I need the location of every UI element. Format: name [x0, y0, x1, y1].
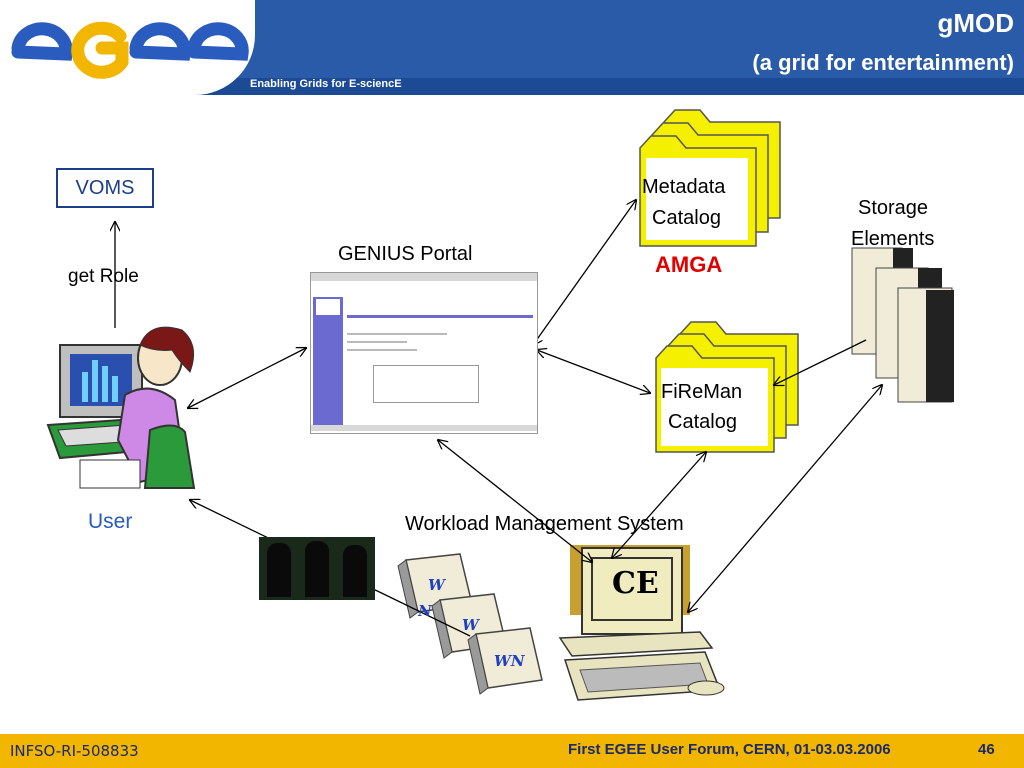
footer-project-code: INFSO-RI-508833	[10, 742, 139, 760]
footer-page-number: 46	[978, 741, 995, 758]
figure	[267, 543, 291, 597]
figure	[305, 541, 329, 597]
wn-label-1b: N	[418, 602, 432, 620]
user-illustration	[46, 326, 196, 489]
storage-servers	[851, 247, 954, 403]
arrows	[115, 200, 882, 637]
storage-label-line1: Storage	[858, 197, 929, 219]
portal-textarea	[373, 365, 479, 403]
metadata-label-line1: Metadata	[642, 176, 726, 198]
wn-label-3: WN	[494, 652, 525, 670]
slide-title: gMOD	[937, 8, 1014, 38]
header-tagline: Enabling Grids for E-sciencE	[250, 78, 402, 90]
wms-label: Workload Management System	[405, 513, 684, 535]
metadata-catalog-folders	[639, 109, 781, 247]
amga-label: AMGA	[655, 252, 723, 277]
portal-sidebar-logo	[316, 299, 340, 315]
wn-label-2: W	[462, 616, 479, 634]
slide-footer	[0, 734, 1024, 768]
get-role-label: get Role	[68, 266, 139, 287]
movie-still-image	[259, 537, 375, 600]
genius-portal-label: GENIUS Portal	[338, 243, 473, 265]
portal-form-row	[347, 333, 447, 335]
storage-label-line2: Elements	[851, 228, 935, 250]
fireman-label-line2: Catalog	[668, 411, 737, 433]
user-label: User	[88, 510, 133, 533]
wn-label-1: W	[428, 576, 445, 594]
slide-subtitle: (a grid for entertainment)	[752, 50, 1014, 75]
ce-computer	[558, 545, 725, 701]
portal-form-row	[347, 341, 407, 343]
portal-statusbar	[311, 425, 537, 431]
portal-form-row	[347, 349, 417, 351]
slide-header: Enabling Grids for E-sciencE gMOD (a gri…	[0, 0, 1024, 95]
worker-nodes	[397, 553, 543, 695]
portal-titlebar	[311, 273, 537, 281]
metadata-label-line2: Catalog	[652, 207, 721, 229]
header-tagline-bar	[0, 78, 1024, 95]
egee-logo	[11, 21, 249, 79]
footer-event: First EGEE User Forum, CERN, 01-03.03.20…	[568, 741, 891, 758]
voms-label: VOMS	[75, 176, 135, 199]
portal-sidebar	[313, 297, 343, 429]
portal-nav-bar	[347, 315, 533, 318]
figure	[343, 545, 367, 597]
ce-label: CE	[612, 566, 659, 601]
fireman-label-line1: FiReMan	[661, 381, 743, 403]
voms-box: VOMS	[56, 168, 154, 208]
genius-portal-screenshot	[310, 272, 538, 434]
